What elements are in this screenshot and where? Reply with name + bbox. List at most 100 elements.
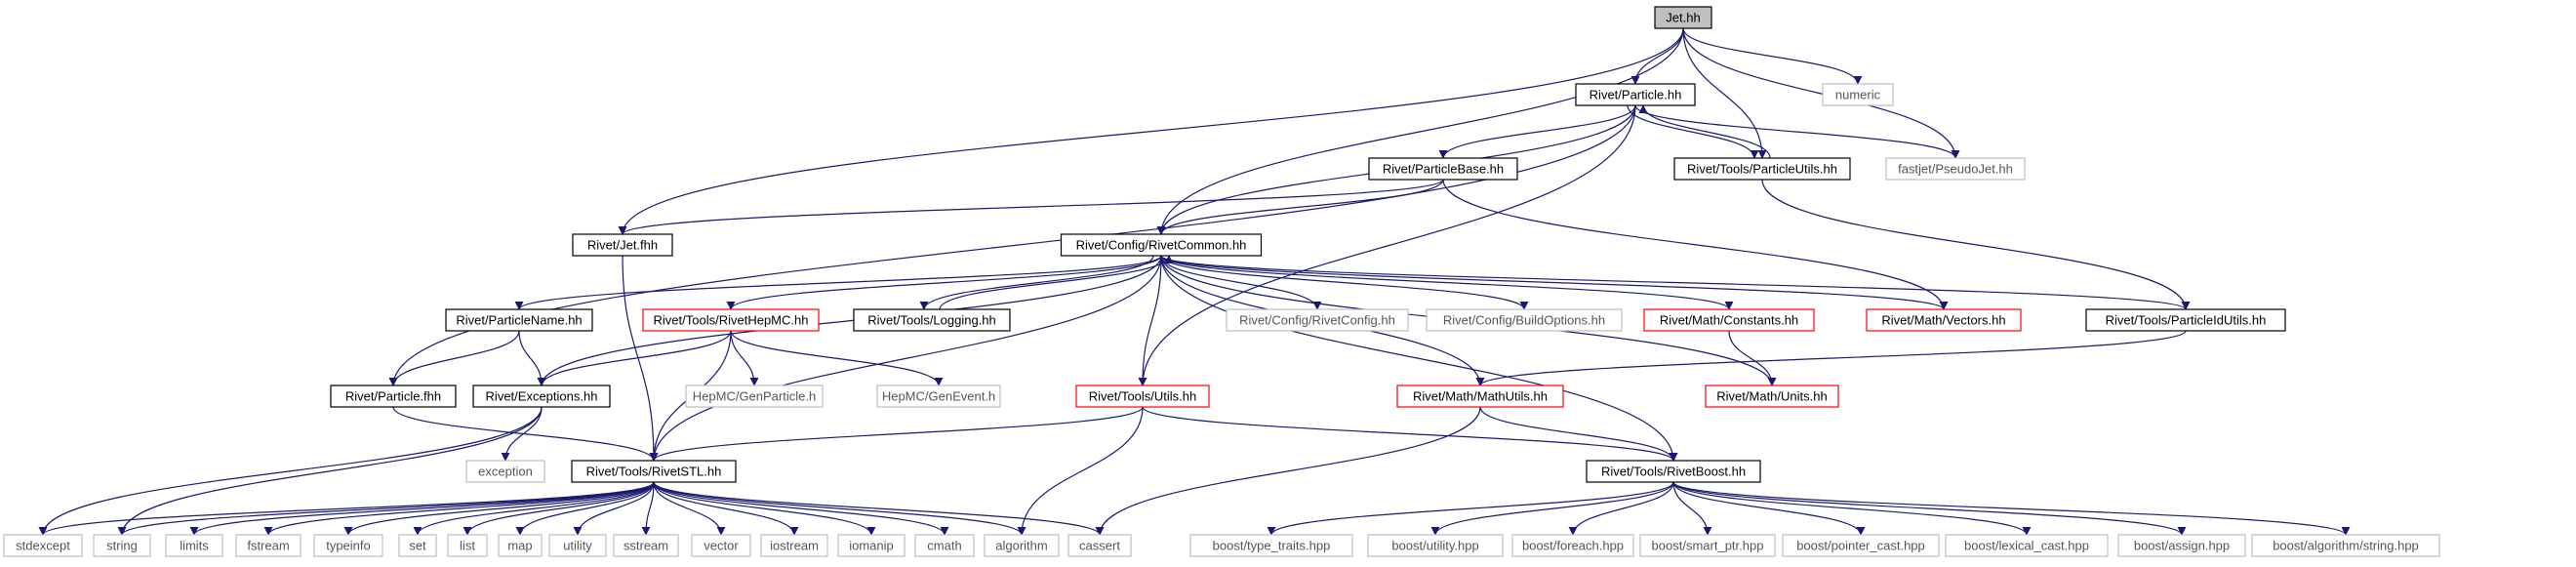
edge-rivetstl-to-utility (573, 481, 655, 536)
node-vectors[interactable]: Rivet/Math/Vectors.hh (1866, 308, 2022, 332)
node-lexical-cast[interactable]: boost/lexical_cast.hpp (1945, 534, 2109, 557)
node-rivethepmc[interactable]: Rivet/Tools/RivetHepMC.hh (642, 308, 820, 332)
node-box (837, 534, 906, 557)
node-iomanip[interactable]: iomanip (837, 534, 906, 557)
node-boost-utility[interactable]: boost/utility.hpp (1367, 534, 1504, 557)
node-label: Jet.hh (1666, 11, 1700, 25)
node-particlename[interactable]: Rivet/ParticleName.hh (445, 308, 593, 332)
node-buildoptions[interactable]: Rivet/Config/BuildOptions.hh (1426, 308, 1623, 332)
node-box (685, 385, 824, 408)
edges-layer (38, 27, 2351, 536)
node-assign[interactable]: boost/assign.hpp (2117, 534, 2246, 557)
node-rivetcommon[interactable]: Rivet/Config/RivetCommon.hh (1060, 233, 1263, 257)
node-box (2117, 534, 2246, 557)
edge-exceptions-to-string (117, 406, 543, 536)
edge-constants-to-units (1728, 330, 1777, 386)
node-box (398, 534, 437, 557)
node-label: boost/utility.hpp (1391, 539, 1478, 553)
node-limits[interactable]: limits (165, 534, 223, 557)
edge-rivetstl-to-map (515, 481, 655, 536)
node-box (760, 534, 828, 557)
edge-rivetcommon-to-constants (1160, 255, 1734, 310)
node-label: algorithm (995, 539, 1047, 553)
node-set[interactable]: set (398, 534, 437, 557)
node-label: numeric (1835, 88, 1881, 102)
node-particle-fhh[interactable]: Rivet/Particle.fhh (330, 385, 457, 408)
node-rivetboost[interactable]: Rivet/Tools/RivetBoost.hh (1586, 460, 1761, 483)
node-particlebase[interactable]: Rivet/ParticleBase.hh (1368, 157, 1518, 181)
node-fstream[interactable]: fstream (235, 534, 302, 557)
node-label: list (460, 539, 475, 553)
node-typeinfo[interactable]: typeinfo (313, 534, 383, 557)
edge-rivetboost-to-lexical-cast (1672, 481, 2032, 536)
node-list[interactable]: list (447, 534, 488, 557)
node-genevent[interactable]: HepMC/GenEvent.h (876, 385, 1001, 408)
node-label: Rivet/Tools/RivetBoost.hh (1601, 465, 1746, 479)
node-label: HepMC/GenParticle.h (693, 389, 816, 404)
node-particleutils[interactable]: Rivet/Tools/ParticleUtils.hh (1673, 157, 1851, 181)
node-label: Rivet/Tools/ParticleIdUtils.hh (2106, 313, 2267, 328)
node-label: Rivet/Tools/Utils.hh (1089, 389, 1197, 404)
node-sstream[interactable]: sstream (613, 534, 679, 557)
node-algorithm[interactable]: algorithm (984, 534, 1060, 557)
node-box (445, 308, 593, 332)
edge-rivetboost-to-smart-ptr (1672, 481, 1712, 536)
node-box (1654, 6, 1712, 29)
node-mathutils[interactable]: Rivet/Math/MathUtils.hh (1396, 385, 1564, 408)
node-cmath[interactable]: cmath (914, 534, 975, 557)
node-cassert[interactable]: cassert (1067, 534, 1132, 557)
node-genparticle[interactable]: HepMC/GenParticle.h (685, 385, 824, 408)
node-box (3, 534, 83, 557)
node-smart-ptr[interactable]: boost/smart_ptr.hpp (1639, 534, 1776, 557)
node-label: Rivet/Particle.hh (1590, 88, 1682, 102)
node-stdexcept[interactable]: stdexcept (3, 534, 83, 557)
edge-exceptions-to-stdexcept (38, 406, 543, 536)
node-iostream[interactable]: iostream (760, 534, 828, 557)
node-units[interactable]: Rivet/Math/Units.hh (1705, 385, 1839, 408)
node-foreach[interactable]: boost/foreach.hpp (1511, 534, 1634, 557)
node-label: Rivet/Tools/RivetHepMC.hh (654, 313, 809, 328)
node-label: boost/type_traits.hpp (1213, 539, 1331, 553)
node-constants[interactable]: Rivet/Math/Constants.hh (1643, 308, 1815, 332)
edge-particle-hh-to-utils (1138, 104, 1636, 386)
node-boost-string[interactable]: boost/algorithm/string.hpp (2251, 534, 2440, 557)
edge-particlebase-to-rivetcommon (1156, 179, 1444, 235)
node-pointer-cast[interactable]: boost/pointer_cast.hpp (1782, 534, 1940, 557)
node-box (1673, 157, 1851, 181)
node-exception[interactable]: exception (465, 460, 545, 483)
node-box (313, 534, 383, 557)
node-rivetconfig[interactable]: Rivet/Config/RivetConfig.hh (1226, 308, 1409, 332)
edge-rivetboost-to-type-traits (1267, 481, 1674, 536)
node-exceptions[interactable]: Rivet/Exceptions.hh (472, 385, 611, 408)
node-label: Rivet/Math/Vectors.hh (1881, 313, 2005, 328)
node-box (914, 534, 975, 557)
edge-rivetstl-to-iomanip (653, 481, 876, 536)
node-particleidutils[interactable]: Rivet/Tools/ParticleIdUtils.hh (2085, 308, 2286, 332)
node-label: fastjet/PseudoJet.hh (1898, 162, 2013, 177)
node-label: boost/pointer_cast.hpp (1796, 539, 1925, 553)
edge-rivetcommon-to-particleidutils (1160, 255, 2191, 310)
node-logging[interactable]: Rivet/Tools/Logging.hh (853, 308, 1011, 332)
node-jet-hh[interactable]: Jet.hh (1654, 6, 1712, 29)
node-utility[interactable]: utility (548, 534, 607, 557)
edge-rivethepmc-to-genparticle (730, 330, 759, 386)
node-rivetstl[interactable]: Rivet/Tools/RivetSTL.hh (571, 460, 737, 483)
node-label: cmath (927, 539, 961, 553)
node-particle-hh[interactable]: Rivet/Particle.hh (1575, 83, 1696, 106)
edge-rivetboost-to-pointer-cast (1672, 481, 1866, 536)
node-string[interactable]: string (93, 534, 151, 557)
edge-rivetstl-to-vector (653, 481, 726, 536)
node-utils[interactable]: Rivet/Tools/Utils.hh (1075, 385, 1210, 408)
edge-exceptions-to-exception (501, 406, 543, 462)
edge-utils-to-rivetstl (649, 406, 1144, 462)
node-type-traits[interactable]: boost/type_traits.hpp (1189, 534, 1353, 557)
node-box (691, 534, 751, 557)
node-numeric[interactable]: numeric (1822, 83, 1894, 106)
edge-particlename-to-exceptions (518, 330, 546, 386)
node-vector[interactable]: vector (691, 534, 751, 557)
node-map[interactable]: map (498, 534, 543, 557)
node-label: fstream (247, 539, 289, 553)
node-box (613, 534, 679, 557)
node-pseudojet[interactable]: fastjet/PseudoJet.hh (1885, 157, 2026, 181)
node-jet-fhh[interactable]: Rivet/Jet.fhh (572, 233, 673, 257)
